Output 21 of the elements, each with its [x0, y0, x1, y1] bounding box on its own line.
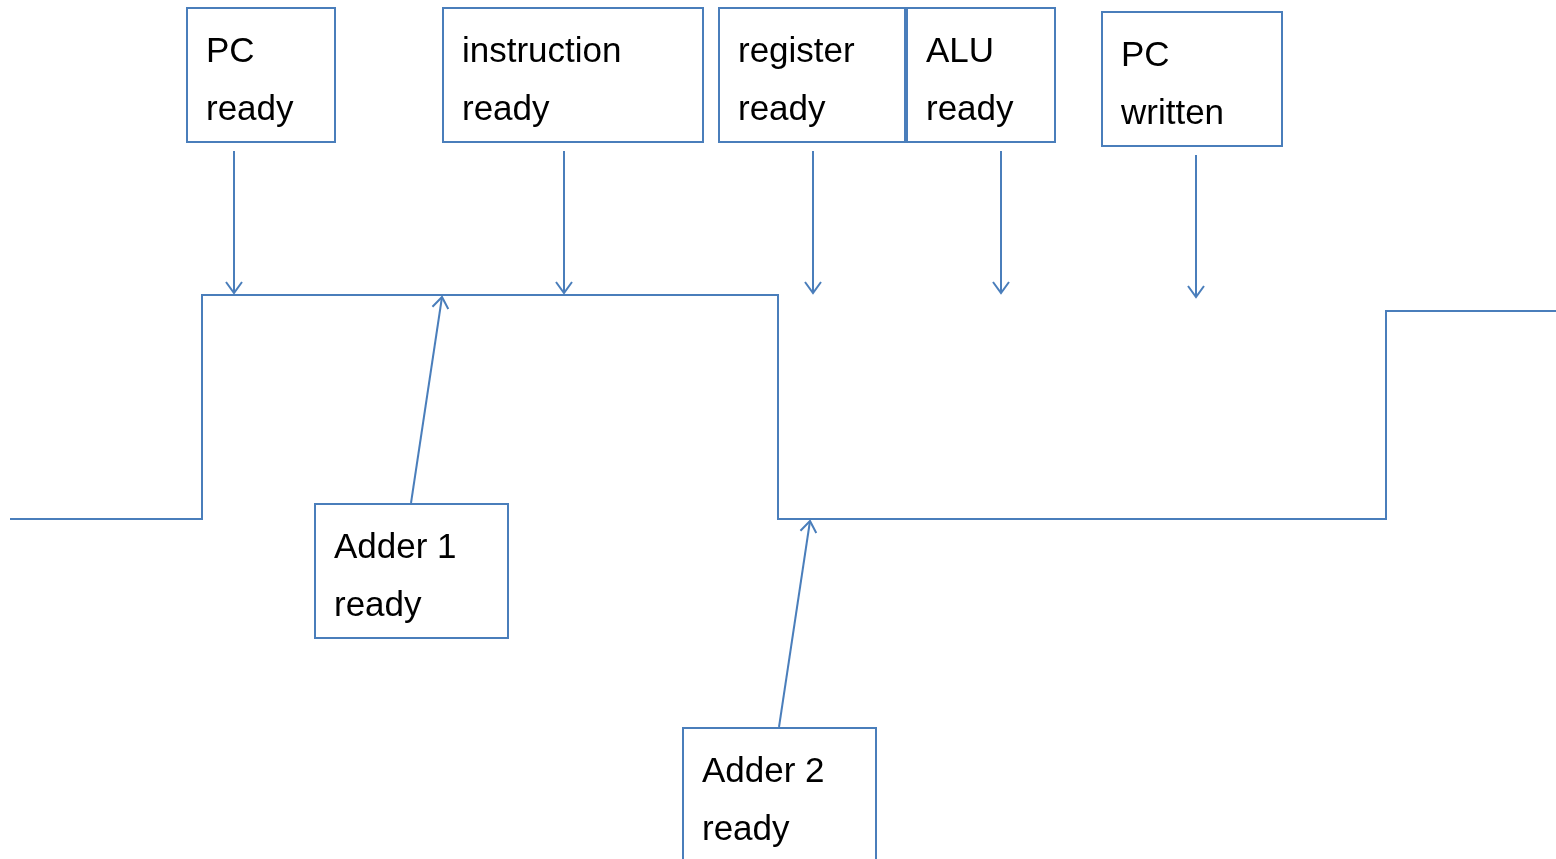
- arrow: [804, 150, 822, 294]
- arrow: [778, 520, 818, 728]
- label-box: [1101, 11, 1283, 147]
- label-box: [314, 503, 509, 639]
- label-box: [682, 727, 877, 859]
- arrow: [410, 296, 450, 504]
- arrow: [225, 150, 243, 294]
- box-text: Adder 1 ready: [334, 525, 458, 625]
- box-text: PC written: [1121, 33, 1226, 133]
- box-text: instruction ready: [462, 29, 623, 129]
- arrow: [1187, 154, 1205, 298]
- box-text: register ready: [738, 29, 856, 129]
- box-text: PC ready: [206, 29, 295, 129]
- box-text: Adder 2 ready: [702, 749, 826, 849]
- arrow: [555, 150, 573, 294]
- box-text: ALU ready: [926, 29, 1015, 129]
- label-box: [442, 7, 704, 143]
- label-box: [718, 7, 906, 143]
- label-box: [906, 7, 1056, 143]
- arrow: [992, 150, 1010, 294]
- label-box: [186, 7, 336, 143]
